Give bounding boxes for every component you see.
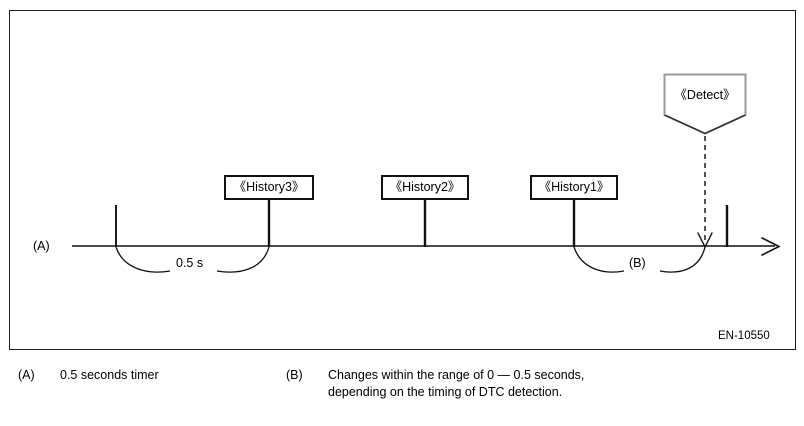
detect-banner-label: 《Detect》 [674, 88, 736, 102]
event-box-history1: 《History1》 [530, 175, 618, 200]
span-arc-b-right [659, 246, 706, 273]
diagram-reference-code: EN-10550 [718, 330, 770, 342]
span-arc-b-left [573, 246, 625, 273]
legend-key-b: (B) [286, 368, 303, 382]
legend-key-a: (A) [18, 368, 35, 382]
detect-banner-shape [663, 73, 747, 135]
span-label-b: (B) [629, 256, 646, 270]
legend-text-b: Changes within the range of 0 — 0.5 seco… [328, 368, 585, 399]
span-arc-half-second-left [115, 246, 171, 273]
detect-banner: 《Detect》 [663, 73, 747, 135]
timeline-artwork [72, 136, 781, 273]
time-axis-arrowhead [761, 237, 781, 256]
axis-label-a: (A) [33, 239, 50, 253]
legend: (A) 0.5 seconds timer (B) Changes within… [0, 361, 804, 426]
span-arc-half-second-right [216, 246, 270, 273]
event-box-history2: 《History2》 [381, 175, 469, 200]
legend-text-a: 0.5 seconds timer [60, 368, 159, 382]
span-label-half-second: 0.5 s [176, 256, 204, 270]
event-box-history3: 《History3》 [224, 175, 314, 200]
